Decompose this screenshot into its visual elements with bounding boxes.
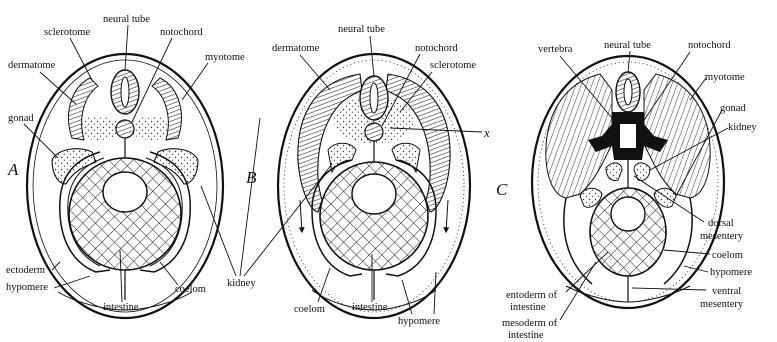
label-intestine-a: intestine bbox=[103, 302, 139, 313]
label-mesoderm-c: mesoderm of bbox=[502, 318, 558, 329]
label-mesoderm-intestine-c: intestine bbox=[508, 330, 544, 341]
neural-canal bbox=[121, 77, 129, 107]
label-myotome-c: myotome bbox=[705, 72, 745, 83]
label-mesentery-dorsal-c: mesentery bbox=[700, 231, 744, 242]
label-kidney-c: kidney bbox=[728, 122, 757, 133]
notochord bbox=[116, 120, 134, 138]
panel-b: B neural tube dermatome notochord sclero… bbox=[246, 24, 490, 327]
label-sclerotome-b: sclerotome bbox=[430, 60, 476, 71]
panel-letter-c: C bbox=[496, 180, 508, 199]
neural-canal bbox=[370, 83, 378, 113]
label-ventral-c: ventral bbox=[712, 286, 741, 297]
label-mesentery-ventral-c: mesentery bbox=[700, 299, 744, 310]
label-sclerotome-a: sclerotome bbox=[44, 27, 90, 38]
label-hypomere-a: hypomere bbox=[6, 282, 48, 293]
panel-a: A neural tube sclerotome notochord derma… bbox=[6, 14, 245, 318]
label-hypomere-b: hypomere bbox=[398, 316, 440, 327]
vertebral-body-center bbox=[620, 124, 636, 148]
intestine-lumen bbox=[611, 197, 645, 231]
label-gonad-c: gonad bbox=[720, 103, 746, 114]
label-dermatome-b: dermatome bbox=[272, 43, 320, 54]
label-neural-tube-b: neural tube bbox=[338, 24, 385, 35]
label-notochord-a: notochord bbox=[160, 27, 203, 38]
notochord bbox=[365, 123, 383, 141]
label-notochord-b: notochord bbox=[415, 43, 458, 54]
label-coelom-b: coelom bbox=[294, 304, 325, 315]
label-x-b: x bbox=[483, 125, 490, 140]
intestine-lumen bbox=[352, 174, 396, 214]
label-notochord-c: notochord bbox=[688, 40, 731, 51]
label-ectoderm-a: ectoderm bbox=[6, 265, 45, 276]
label-dorsal-c: dorsal bbox=[708, 218, 734, 229]
growth-arrow-right bbox=[446, 200, 448, 232]
label-coelom-c: coelom bbox=[712, 250, 743, 261]
label-neural-tube-a: neural tube bbox=[103, 14, 150, 25]
label-neural-tube-c: neural tube bbox=[604, 40, 651, 51]
label-hypomere-c: hypomere bbox=[710, 267, 752, 278]
kidney-c-left bbox=[606, 163, 622, 181]
label-vertebra-c: vertebra bbox=[538, 44, 573, 55]
label-entoderm-c: entoderm of bbox=[506, 290, 558, 301]
label-gonad-a: gonad bbox=[8, 113, 34, 124]
neural-canal bbox=[624, 79, 632, 105]
label-entoderm-intestine-c: intestine bbox=[510, 302, 546, 313]
label-kidney-shared: kidney bbox=[227, 278, 256, 289]
panel-c: C vertebra neural tube notochord myotome… bbox=[496, 40, 757, 341]
label-dermatome-a: dermatome bbox=[8, 60, 56, 71]
label-coelom-a: coelom bbox=[175, 284, 206, 295]
label-myotome-a: myotome bbox=[205, 52, 245, 63]
intestine-lumen bbox=[103, 172, 147, 212]
label-intestine-b: intestine bbox=[352, 302, 388, 313]
panel-letter-a: A bbox=[7, 160, 19, 179]
